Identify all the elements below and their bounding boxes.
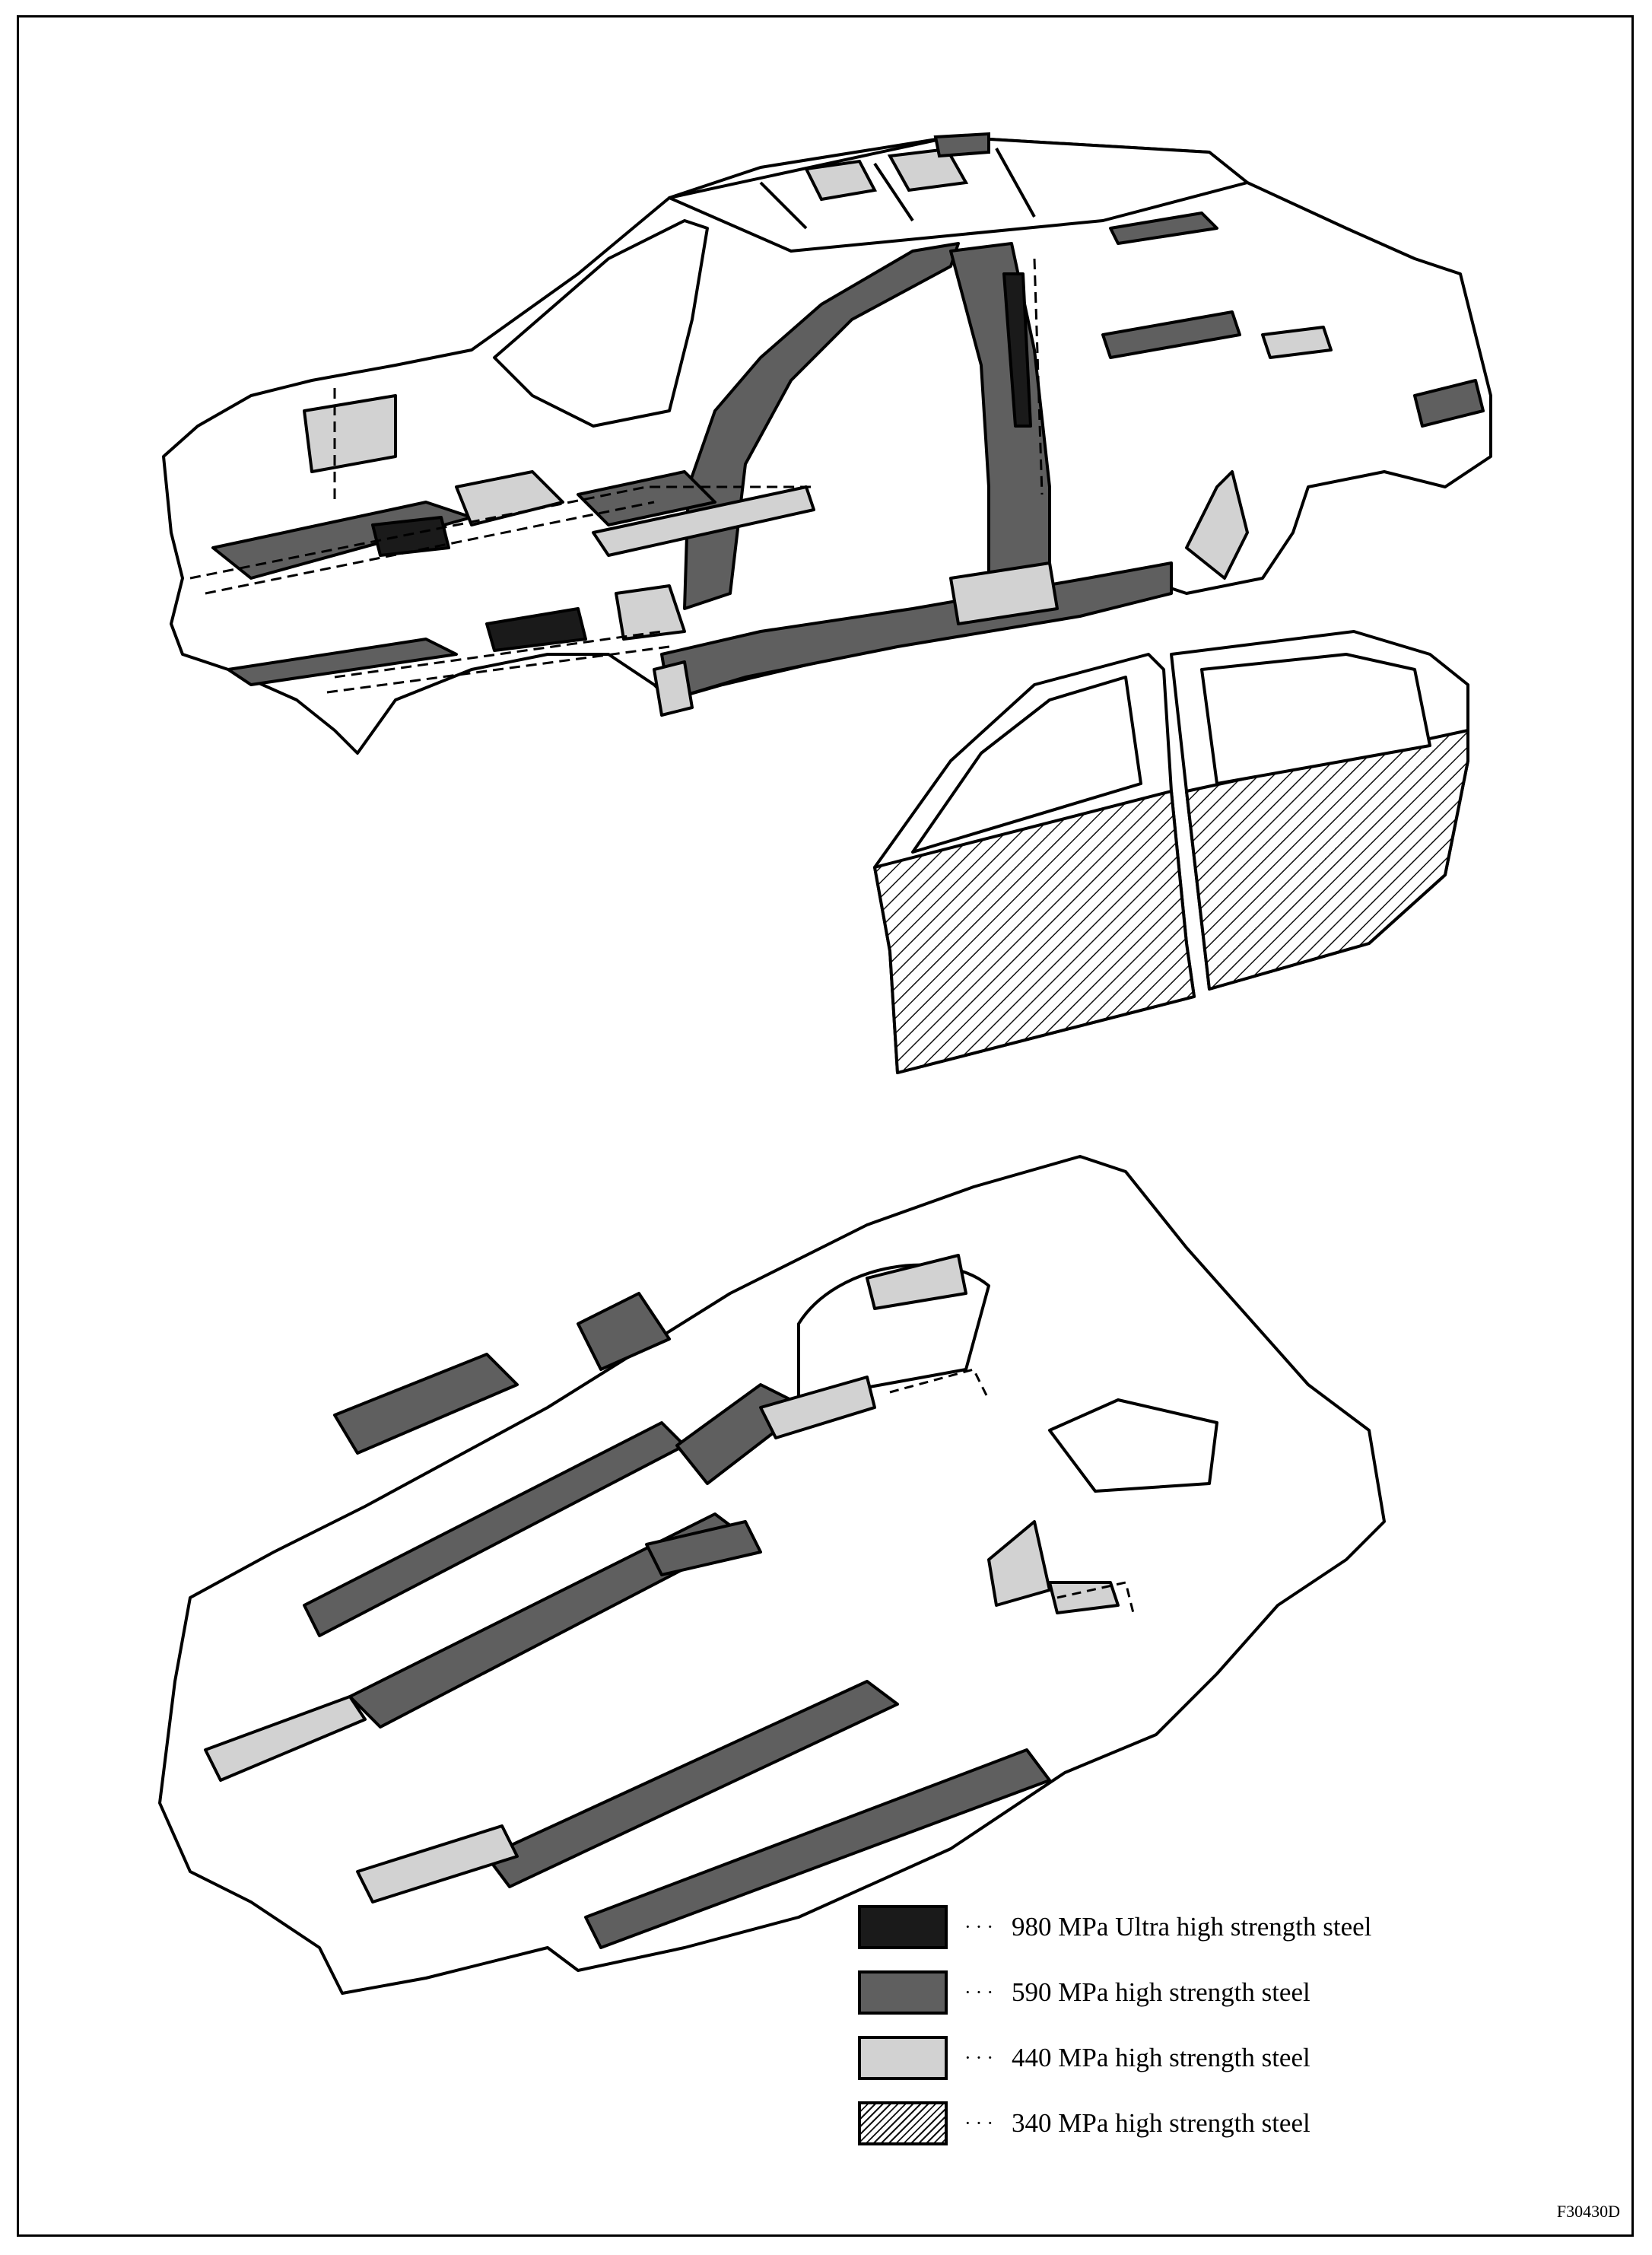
legend-label-340: 340 MPa high strength steel <box>1011 2108 1310 2138</box>
side-pillars <box>653 212 1249 717</box>
legend-item-440: ··· 440 MPa high strength steel <box>858 2034 1310 2082</box>
door-panels <box>873 630 1469 1074</box>
legend-item-980: ··· 980 MPa Ultra high strength steel <box>858 1904 1371 1951</box>
legend-label-440: 440 MPa high strength steel <box>1011 2043 1310 2072</box>
underbody-shell <box>158 1155 1386 1995</box>
legend-dots: ··· <box>964 1981 998 2003</box>
legend-swatch-590 <box>858 1970 948 2015</box>
underbody-members <box>204 1254 1120 1949</box>
legend-label-590: 590 MPa high strength steel <box>1011 1977 1310 2007</box>
figure-code: F30430D <box>1556 2202 1620 2221</box>
legend-dots: ··· <box>964 1916 998 1938</box>
legend-swatch-340 <box>858 2101 948 2145</box>
underbody-hidden-lines <box>889 1368 1135 1614</box>
upper-body-shell <box>162 135 1492 755</box>
legend-dots: ··· <box>964 2047 998 2069</box>
legend-swatch-980 <box>858 1905 948 1949</box>
legend-dots: ··· <box>964 2112 998 2134</box>
legend-swatch-440 <box>858 2036 948 2080</box>
front-frame-members <box>211 310 1485 686</box>
legend-item-590: ··· 590 MPa high strength steel <box>858 1969 1310 2016</box>
hidden-member-lines <box>189 258 1044 694</box>
roof-members <box>803 132 990 202</box>
legend-label-980: 980 MPa Ultra high strength steel <box>1011 1912 1372 1942</box>
legend-item-340: ··· 340 MPa high strength steel <box>858 2100 1310 2147</box>
